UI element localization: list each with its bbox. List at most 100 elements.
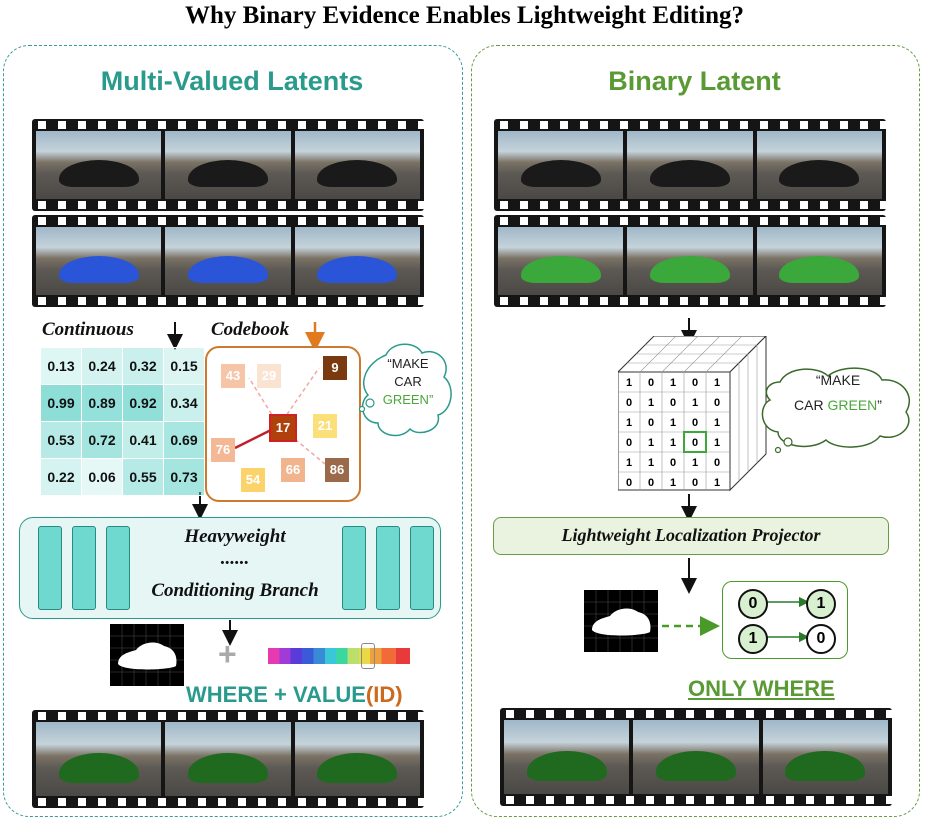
where-value-text: WHERE + VALUE bbox=[186, 682, 366, 707]
car-shape bbox=[58, 159, 139, 187]
car-shape bbox=[317, 753, 398, 783]
film-frame bbox=[36, 722, 162, 796]
filmstrip-mask-left bbox=[32, 215, 424, 307]
right-result-label: ONLY WHERE bbox=[688, 676, 835, 701]
cube-bit: 1 bbox=[648, 457, 654, 469]
car-shape bbox=[779, 159, 860, 187]
car-shape bbox=[655, 751, 737, 781]
codebook-item-54: 54 bbox=[241, 468, 265, 492]
codebook-item-17: 17 bbox=[269, 414, 297, 442]
cube-bit: 1 bbox=[714, 477, 720, 489]
left-prompt-line2: CAR bbox=[394, 374, 422, 389]
cube-bit: 0 bbox=[714, 457, 720, 469]
value-highlight bbox=[361, 643, 375, 669]
matrix-cell: 0.15 bbox=[163, 347, 205, 385]
cube-bit: 1 bbox=[648, 437, 654, 449]
right-heading: Binary Latent bbox=[608, 66, 781, 96]
cube-bit: 1 bbox=[626, 377, 632, 389]
codebook-item-29: 29 bbox=[257, 364, 281, 388]
car-shape bbox=[187, 159, 269, 187]
film-frame bbox=[294, 722, 420, 796]
cube-bit: 1 bbox=[626, 417, 632, 429]
film-frame bbox=[165, 131, 291, 199]
film-frame bbox=[627, 131, 753, 199]
cube-bit: 1 bbox=[670, 437, 676, 449]
car-shape bbox=[526, 751, 607, 781]
cube-bit: 1 bbox=[626, 457, 632, 469]
projector-label: Lightweight Localization Projector bbox=[561, 525, 821, 545]
cube-bit: 0 bbox=[648, 377, 654, 389]
car-shape bbox=[317, 159, 398, 187]
figure-title: Why Binary Evidence Enables Lightweight … bbox=[184, 2, 745, 29]
car-shape bbox=[187, 255, 269, 283]
left-prompt-line3: GREEN” bbox=[382, 392, 434, 407]
filmstrip-source-right bbox=[494, 119, 886, 211]
matrix-cell: 0.89 bbox=[81, 384, 123, 422]
cube-bit: 1 bbox=[670, 417, 676, 429]
value-color-bar bbox=[268, 648, 410, 664]
right-prompt-line1: “MAKE bbox=[815, 372, 861, 388]
car-shape bbox=[779, 255, 860, 283]
car-shape bbox=[187, 753, 269, 783]
cube-bit: 1 bbox=[714, 377, 720, 389]
car-shape bbox=[785, 751, 866, 781]
matrix-cell: 0.22 bbox=[40, 458, 82, 496]
matrix-cell: 0.32 bbox=[122, 347, 164, 385]
car-shape bbox=[520, 255, 601, 283]
cube-bit: 1 bbox=[670, 477, 676, 489]
left-result-label: WHERE + VALUE(ID) bbox=[186, 682, 403, 708]
conditioning-branch bbox=[19, 517, 441, 619]
left-prompt-cloud bbox=[358, 343, 452, 437]
cube-bit: 1 bbox=[648, 397, 654, 409]
film-frame bbox=[36, 227, 162, 295]
codebook-item-43: 43 bbox=[221, 364, 245, 388]
bit-flip-arrows bbox=[766, 596, 810, 643]
flip2-from: 1 bbox=[738, 624, 768, 654]
right-mask-image bbox=[584, 590, 658, 652]
branch-conditioning: Conditioning Branch bbox=[151, 580, 319, 601]
matrix-cell: 0.53 bbox=[40, 421, 82, 459]
matrix-cell: 0.99 bbox=[40, 384, 82, 422]
cube-bit: 0 bbox=[692, 377, 698, 389]
filmstrip-output-right bbox=[500, 708, 892, 806]
car-shape bbox=[649, 159, 731, 187]
right-prompt-line2: CAR GREEN” bbox=[794, 397, 882, 413]
cube-bit: 0 bbox=[670, 397, 676, 409]
multi-valued-panel bbox=[3, 45, 463, 817]
flip1-to: 1 bbox=[806, 589, 836, 619]
cube-bit: 0 bbox=[648, 417, 654, 429]
car-shape bbox=[58, 753, 139, 783]
cube-bit: 0 bbox=[626, 397, 632, 409]
film-frame bbox=[498, 227, 624, 295]
cube-bit: 0 bbox=[626, 437, 632, 449]
film-frame bbox=[498, 131, 624, 199]
film-frame bbox=[504, 720, 630, 794]
film-frame bbox=[627, 227, 753, 295]
matrix-cell: 0.72 bbox=[81, 421, 123, 459]
matrix-cell: 0.55 bbox=[122, 458, 164, 496]
film-frame bbox=[294, 227, 420, 295]
codebook-item-21: 21 bbox=[313, 414, 337, 438]
id-text: (ID) bbox=[365, 682, 403, 707]
continuous-label: Continuous bbox=[42, 319, 134, 340]
filmstrip-mask-right bbox=[494, 215, 886, 307]
filmstrip-source-left bbox=[32, 119, 424, 211]
right-prompt-cloud bbox=[761, 367, 911, 454]
car-shape bbox=[649, 255, 731, 283]
matrix-cell: 0.13 bbox=[40, 347, 82, 385]
matrix-cell: 0.06 bbox=[81, 458, 123, 496]
plus-sign: + bbox=[218, 636, 237, 672]
film-frame bbox=[165, 722, 291, 796]
cube-bit: 0 bbox=[648, 477, 654, 489]
branch-dots: ...... bbox=[220, 548, 250, 569]
film-frame bbox=[36, 131, 162, 199]
flip2-to: 0 bbox=[806, 624, 836, 654]
cube-bit: 1 bbox=[714, 417, 720, 429]
film-frame bbox=[294, 131, 420, 199]
codebook-box: 43 29 9 17 21 76 66 86 54 bbox=[205, 346, 361, 502]
car-shape bbox=[58, 255, 139, 283]
